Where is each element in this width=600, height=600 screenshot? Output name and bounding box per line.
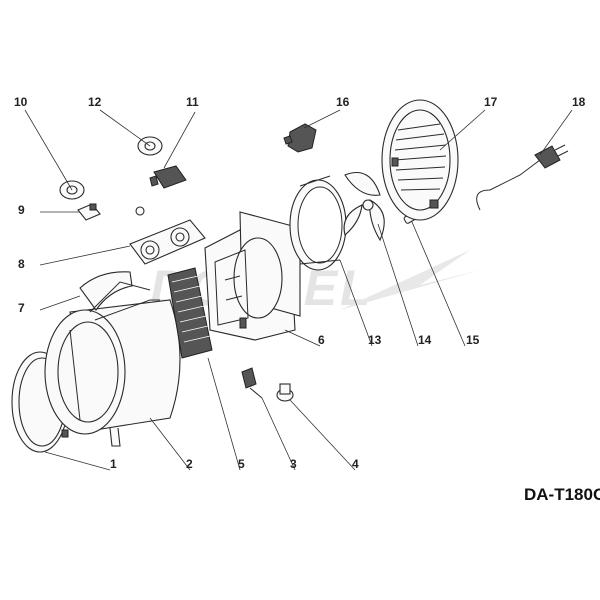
callout-3: 3 [290, 457, 297, 471]
part-18-power-cord [476, 144, 569, 211]
part-5-heating-element [167, 267, 213, 359]
part-16-motor [283, 123, 317, 153]
callout-15: 15 [466, 333, 480, 347]
callout-14: 14 [418, 333, 432, 347]
part-14-fan-blade [343, 171, 385, 242]
callout-7: 7 [18, 301, 25, 315]
callout-18: 18 [572, 95, 586, 109]
callout-labels: 1 2 3 4 5 6 7 8 9 10 11 12 13 14 15 16 1… [14, 95, 586, 471]
callout-8: 8 [18, 257, 25, 271]
leader-lines [24, 109, 573, 471]
callout-13: 13 [368, 333, 382, 347]
part-11-thermostat [149, 165, 187, 189]
part-2-main-housing [44, 299, 181, 447]
part-6-fan-frame [204, 211, 301, 341]
part-3-bracket [241, 367, 263, 399]
model-code: DA-T180C [524, 485, 600, 504]
part-8-control-plate [129, 219, 206, 265]
watermark-swoosh [340, 250, 480, 310]
part-7-top-cover [79, 271, 151, 313]
part-17-rear-grille [381, 99, 459, 221]
callout-10: 10 [14, 95, 28, 109]
callout-16: 16 [336, 95, 350, 109]
callout-9: 9 [18, 203, 25, 217]
callout-2: 2 [186, 457, 193, 471]
callout-1: 1 [110, 457, 117, 471]
callout-4: 4 [352, 457, 359, 471]
callout-5: 5 [238, 457, 245, 471]
callout-6: 6 [318, 333, 325, 347]
part-4-foot [276, 383, 294, 402]
callout-11: 11 [186, 95, 199, 109]
indicator-bead [135, 206, 145, 216]
part-9-switch [77, 203, 101, 221]
part-13-ring [289, 175, 347, 271]
callout-12: 12 [88, 95, 102, 109]
callout-17: 17 [484, 95, 498, 109]
